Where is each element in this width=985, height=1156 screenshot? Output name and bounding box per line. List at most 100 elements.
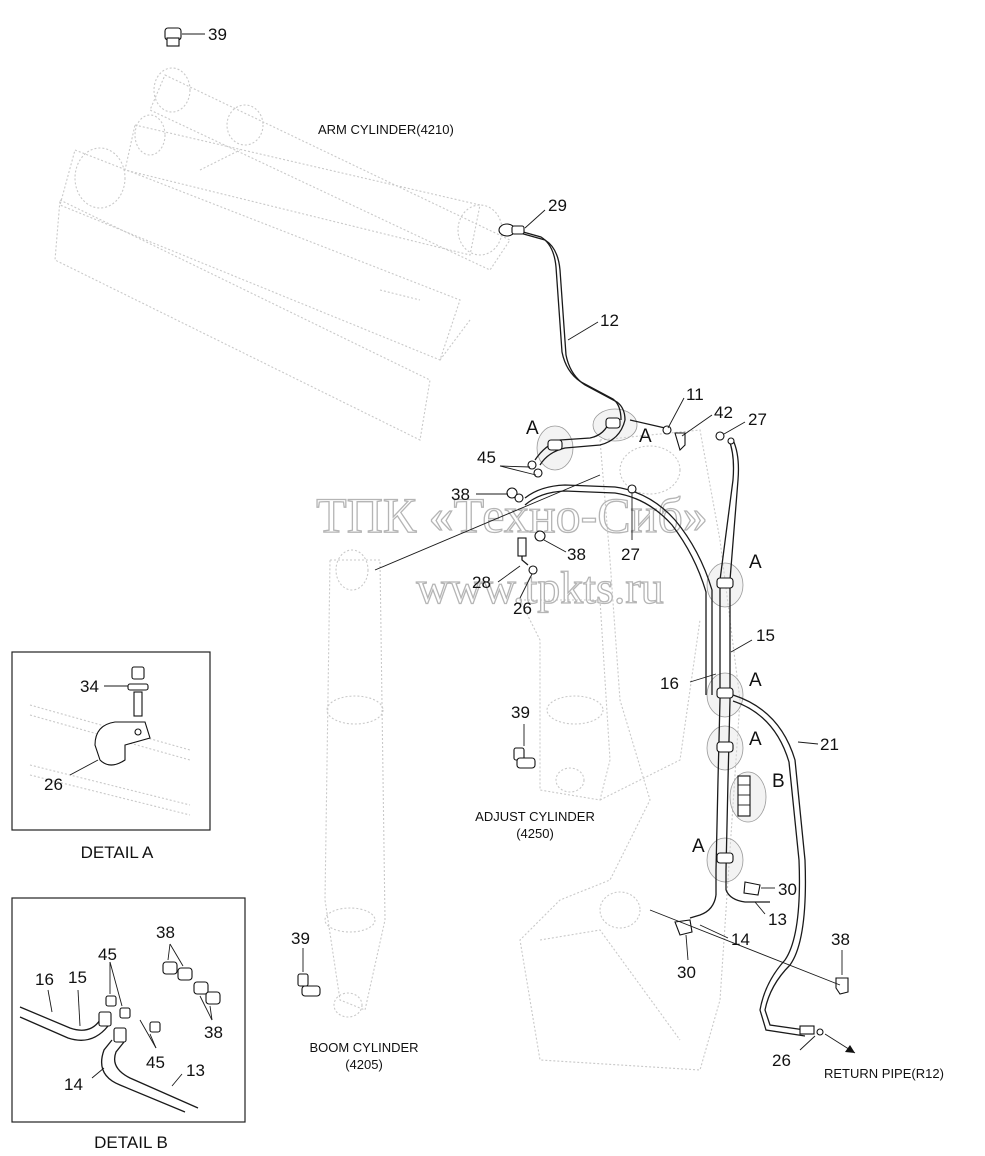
- part-30-right: 30: [778, 880, 797, 899]
- bolt-head-icon: [131, 666, 145, 680]
- cap-icon: [193, 981, 209, 995]
- elbow-fitting-icon: [743, 881, 761, 896]
- pipe-13: [725, 889, 770, 903]
- connector-icon: [727, 437, 735, 445]
- boom-cylinder-caption: BOOM CYLINDER: [309, 1040, 418, 1055]
- connector-icon: [662, 425, 672, 435]
- detail-a-part-34: 34: [80, 677, 99, 696]
- elbow-fitting-icon: [674, 919, 693, 936]
- connector-icon: [113, 1027, 127, 1043]
- detail-b-part-15: 15: [68, 968, 87, 987]
- cap-icon: [506, 487, 518, 499]
- clamp-icon: [716, 687, 734, 699]
- ref-a-6: A: [692, 836, 705, 857]
- part-16: 16: [660, 674, 679, 693]
- clamp-icon: [716, 577, 734, 589]
- detail-a-panel: 34 26 DETAIL A: [11, 651, 211, 862]
- connector-icon: [528, 565, 538, 575]
- detail-b-part-16: 16: [35, 970, 54, 989]
- elbow-fitting-icon: [498, 223, 525, 237]
- part-39-adjust: 39: [511, 703, 530, 722]
- part-28: 28: [472, 573, 491, 592]
- connector-icon: [527, 460, 537, 470]
- pipe-21: [732, 694, 807, 1031]
- clamp-icon: [547, 439, 563, 451]
- cap-icon: [177, 967, 193, 981]
- arrow-icon: [845, 1045, 855, 1053]
- detail-b-part-45-top: 45: [98, 945, 117, 964]
- connector-icon: [627, 484, 637, 494]
- part-14: 14: [731, 930, 750, 949]
- connector-icon: [149, 1021, 161, 1033]
- cap-icon: [534, 530, 546, 542]
- ghost-adjust-cylinder: [519, 599, 611, 801]
- detail-b-part-45-bottom: 45: [146, 1053, 165, 1072]
- ghost-arm-cylinder: [54, 67, 511, 441]
- grease-nipple-icon: [513, 747, 536, 769]
- ref-a-2: A: [639, 426, 652, 447]
- clamp-icon: [605, 417, 621, 429]
- o-ring-icon: [816, 1028, 824, 1036]
- part-42: 42: [714, 403, 733, 422]
- cap-icon: [514, 493, 524, 503]
- pipe-12: [519, 232, 626, 421]
- boom-cylinder-number: (4205): [345, 1057, 383, 1072]
- cap-icon: [162, 961, 178, 975]
- part-39-top: 39: [208, 25, 227, 44]
- detail-b-part-13: 13: [186, 1061, 205, 1080]
- hose-fitting-icon: [517, 537, 527, 557]
- part-39-boom: 39: [291, 929, 310, 948]
- return-pipe-caption: RETURN PIPE(R12): [824, 1066, 944, 1081]
- part-26-return: 26: [772, 1051, 791, 1070]
- ref-b: B: [772, 771, 785, 792]
- cap-icon: [835, 977, 849, 995]
- grease-nipple-icon: [164, 27, 182, 47]
- part-11: 11: [686, 385, 704, 404]
- part-numbers: 39 29 12 11 42 27 45 38 27 38 28 26 15 1…: [208, 25, 850, 1070]
- adjust-cylinder-number: (4250): [516, 826, 554, 841]
- detail-b-panel: 16 15 45 38 38 45 14 13 DETAIL B: [11, 897, 246, 1152]
- detail-a-caption: DETAIL A: [81, 843, 154, 862]
- ref-a-1: A: [526, 418, 539, 439]
- ghost-boom: [519, 429, 741, 1071]
- part-27-lower: 27: [621, 545, 640, 564]
- pipes: [515, 229, 807, 1037]
- part-30-lower: 30: [677, 963, 696, 982]
- captions: ARM CYLINDER(4210) ADJUST CYLINDER (4250…: [309, 122, 943, 1081]
- adjust-cylinder-caption: ADJUST CYLINDER: [475, 809, 595, 824]
- part-15: 15: [756, 626, 775, 645]
- part-21: 21: [820, 735, 839, 754]
- detail-b-part-38-top: 38: [156, 923, 175, 942]
- part-45: 45: [477, 448, 496, 467]
- part-38-lower: 38: [831, 930, 850, 949]
- pipe-end-icon: [799, 1025, 815, 1035]
- ref-a-3: A: [749, 552, 762, 573]
- ref-a-5: A: [749, 729, 762, 750]
- part-26-upper: 26: [513, 599, 532, 618]
- part-38-middle: 38: [567, 545, 586, 564]
- pipe-14: [689, 894, 717, 919]
- pipe-16: [715, 439, 735, 895]
- detail-a-part-26: 26: [44, 775, 63, 794]
- cap-icon: [715, 431, 725, 441]
- clamp-icon: [716, 852, 734, 864]
- bolt-shank-icon: [133, 691, 143, 717]
- part-27-upper: 27: [748, 410, 767, 429]
- part-38-upper: 38: [451, 485, 470, 504]
- connector-icon: [119, 1007, 131, 1019]
- clamp-icon: [94, 721, 151, 766]
- pipe-15: [725, 439, 740, 890]
- detail-b-part-14: 14: [64, 1075, 83, 1094]
- clamp-icon: [716, 741, 734, 753]
- arm-cylinder-caption: ARM CYLINDER(4210): [318, 122, 454, 137]
- connector-icon: [98, 1011, 112, 1027]
- part-13: 13: [768, 910, 787, 929]
- elbow-fitting-icon: [674, 432, 686, 452]
- ghost-boom-cylinder: [324, 549, 386, 1018]
- washer-icon: [127, 683, 149, 691]
- reference-letters: A A A A A B A: [526, 418, 785, 857]
- watermark-url: www.tpkts.ru: [416, 562, 663, 613]
- part-12: 12: [600, 311, 619, 330]
- cap-icon: [205, 991, 221, 1005]
